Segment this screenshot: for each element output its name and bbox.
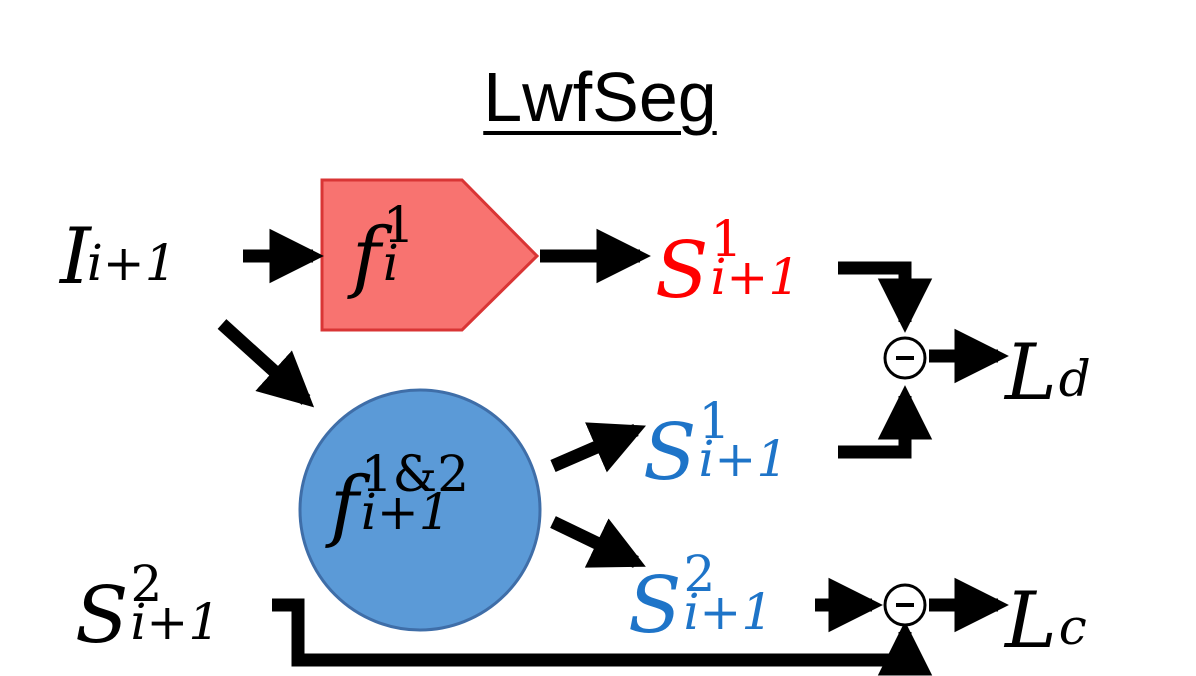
loss-distill-label: L d [1005,328,1091,418]
arrow-new-pred1-to-minus-d [838,385,933,459]
diagram-title: LwfSeg [483,58,717,136]
arrow-gt-to-minus-c [272,598,933,676]
minus-operator-d [883,336,927,380]
minus-operator-c [883,583,927,627]
model-old-box [320,178,540,332]
arrow-old-pred-to-minus-d [838,261,933,333]
arrow-new-model-to-pred2 [550,516,646,568]
input-image-label: I i+1 [60,212,177,302]
arrow-input-to-new-model [217,319,315,408]
loss-class-label: L c [1005,576,1087,666]
model-new-circle [298,388,542,632]
arrow-new-model-to-pred1 [550,422,647,473]
